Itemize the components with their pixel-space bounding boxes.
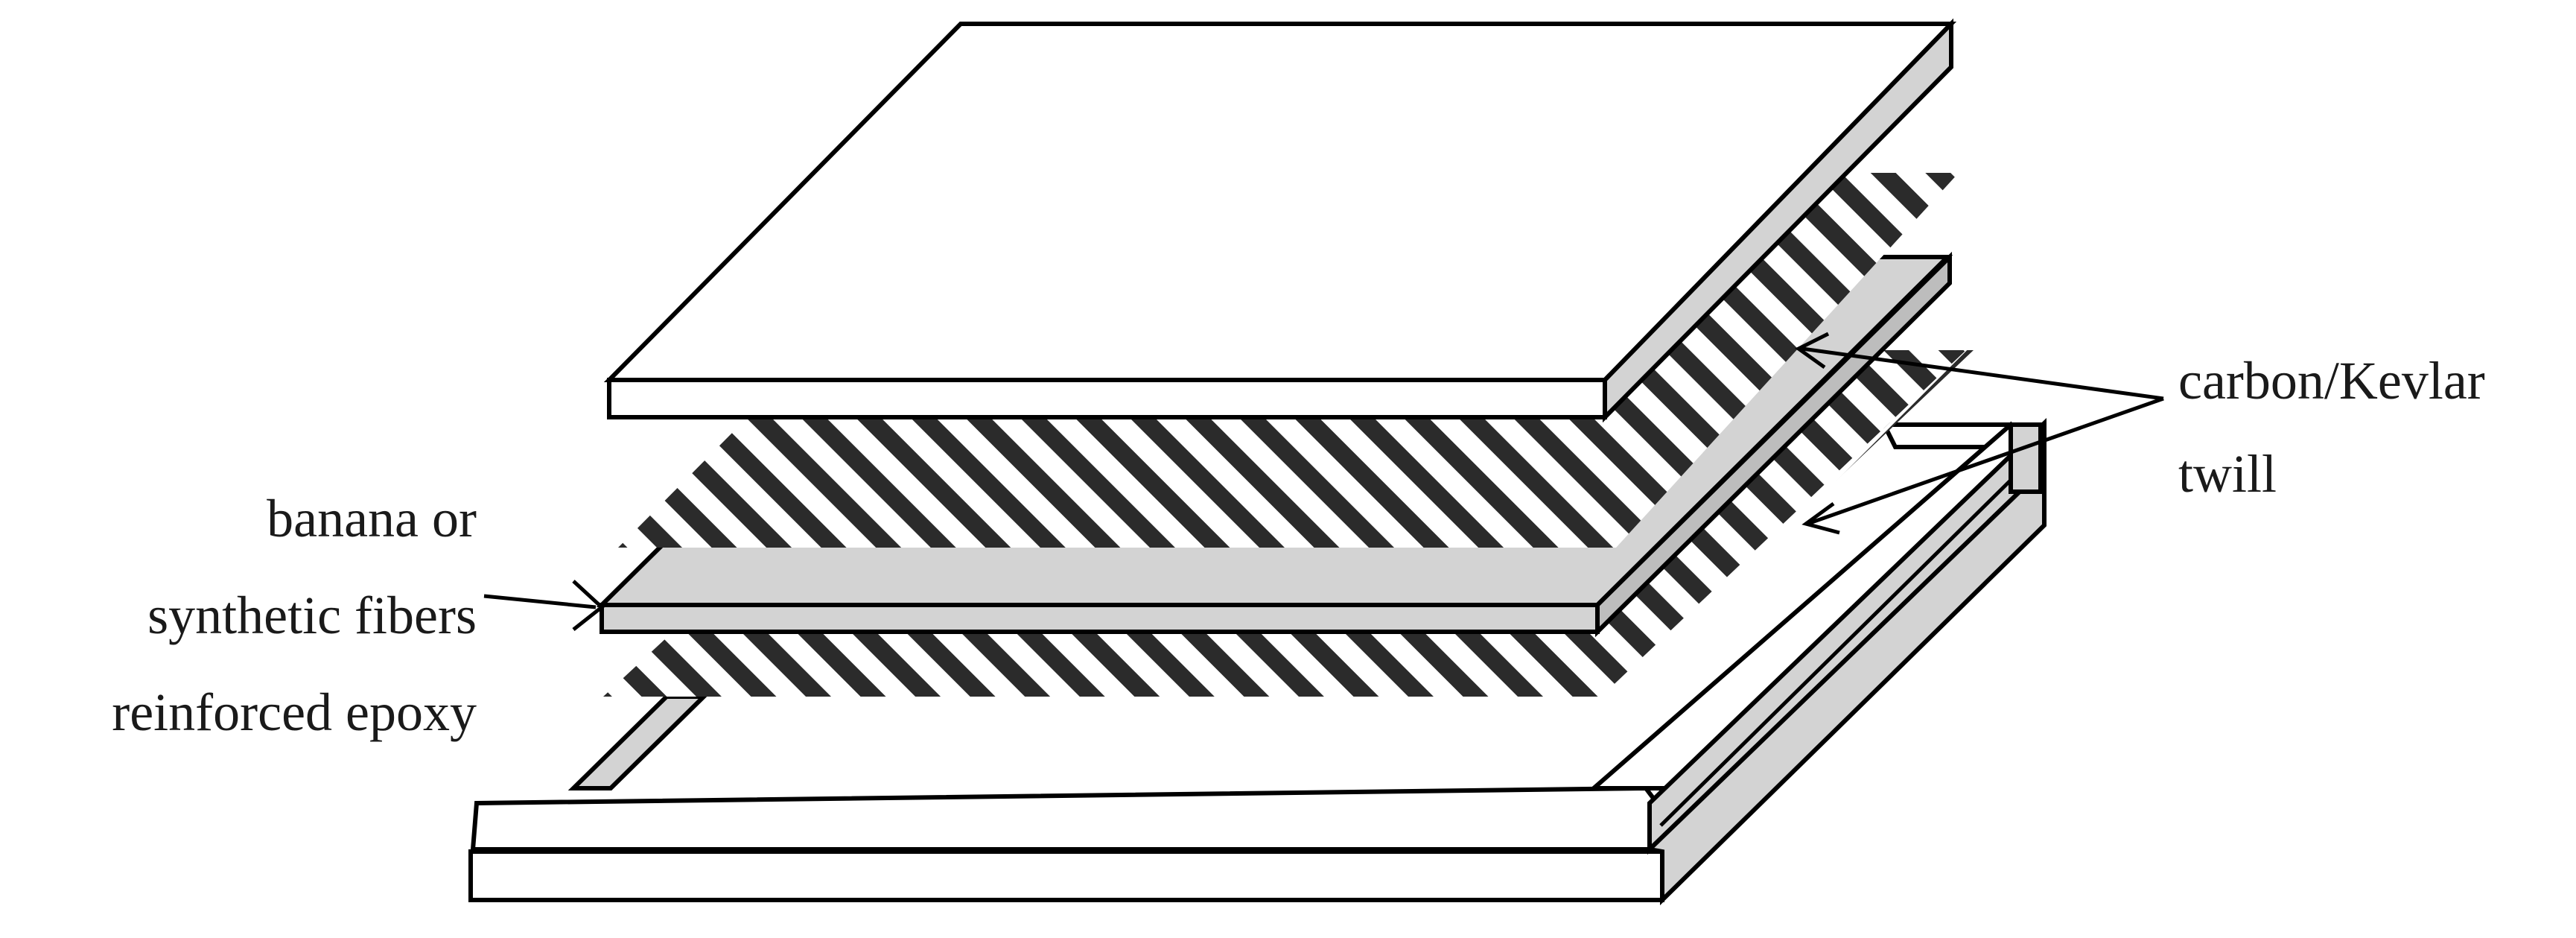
core-label-line3: reinforced epoxy [112,682,477,742]
mold-inner-left-wall [567,694,710,790]
mold-top-front-face [470,785,1660,852]
core-label-line1: banana or [267,489,477,548]
mold-front-lower-face [468,849,1664,902]
skin-leader-arrowhead-lower [1801,501,1840,535]
skin-label-line1: carbon/Kevlar [2178,351,2485,411]
core-front-face [600,603,1600,634]
core-label-line2: synthetic fibers [147,586,477,645]
mold-back-post [2009,422,2043,494]
mold-inner-rail-line [1659,449,2042,827]
skin-leader-line-lower [1809,396,2164,525]
skin-leader-line-upper [1801,346,2164,401]
top-plate-side-face [1603,18,1953,423]
mold-frame [468,417,2047,906]
core-leader-line [483,594,597,609]
top-plate [603,18,1957,423]
top-plate-front-face [607,378,1607,419]
leader-lines [483,332,2164,631]
lower-twill-side-face [1601,350,1974,697]
core-label: banana or synthetic fibers reinforced ep… [112,489,477,742]
core-side-face [1595,251,1952,638]
core-leader-arrowhead [572,580,605,631]
mold-right-side-lower [1644,462,2047,906]
skin-label-line2: twill [2178,444,2277,504]
skin-leader-arrowhead-upper [1795,332,1830,370]
skin-label: carbon/Kevlar twill [2178,351,2485,504]
